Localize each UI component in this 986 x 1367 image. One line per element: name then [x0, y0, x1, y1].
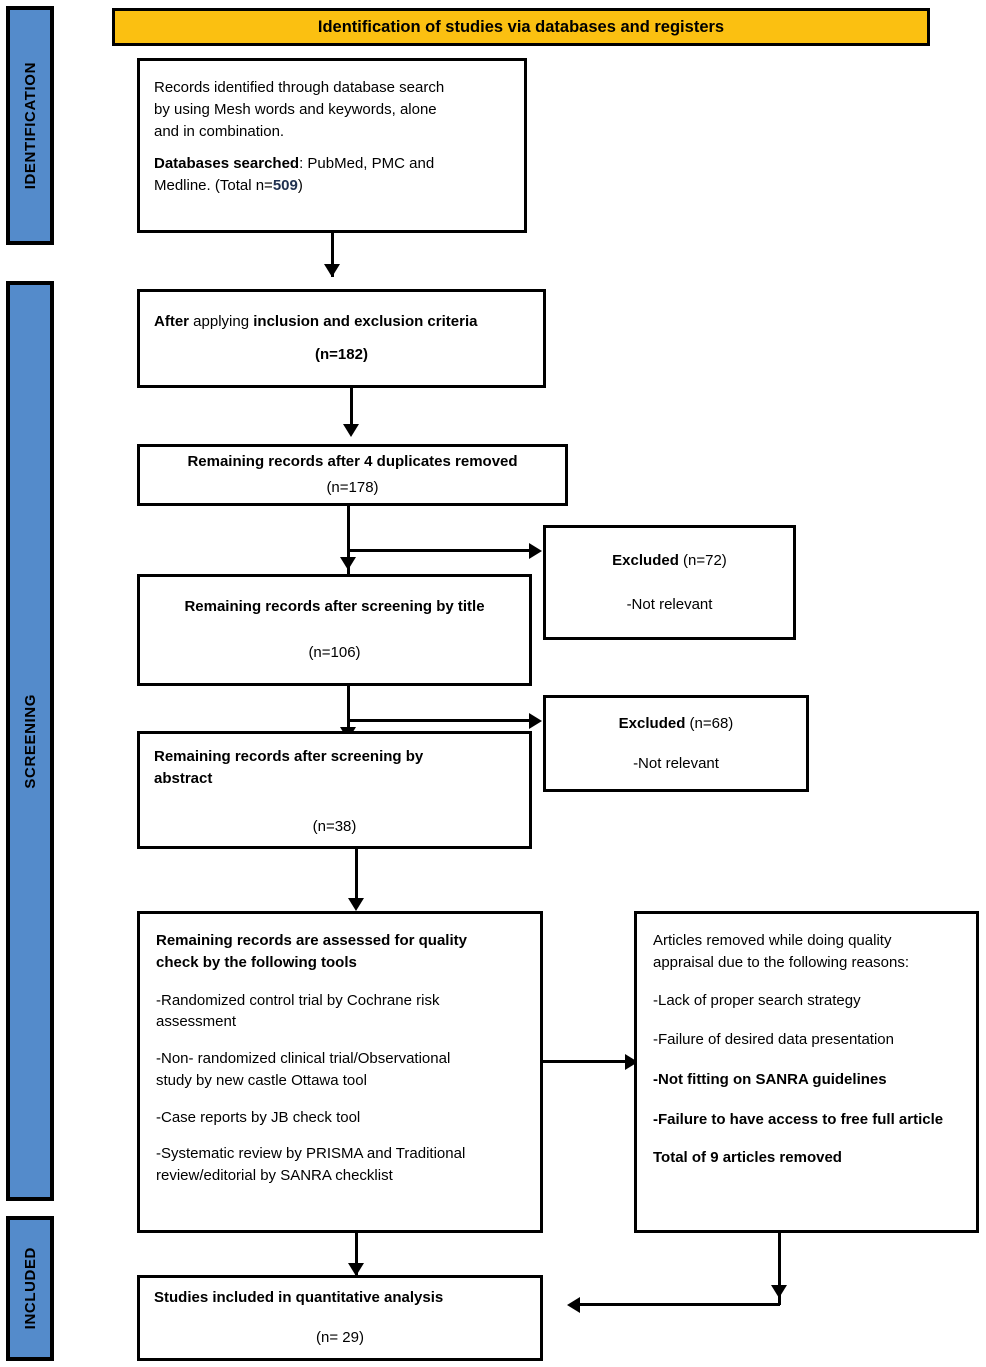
connector-branch-excluded-title	[347, 549, 535, 552]
connector-line-8-vertical	[778, 1233, 781, 1305]
phase-bar-identification: IDENTIFICATION	[6, 6, 54, 245]
articles-removed-reason-2: -Failure of desired data presentation	[653, 1031, 894, 1049]
connector-arrow-excluded-abstract	[529, 713, 542, 729]
databases-total-prefix: Medline. (Total n=	[154, 177, 273, 194]
connector-arrow-3	[340, 557, 356, 570]
connector-line-6	[543, 1060, 631, 1063]
box-records-identified: Records identified through database sear…	[137, 58, 527, 233]
box-quality-check: Remaining records are assessed for quali…	[137, 911, 543, 1233]
quality-check-item4-line2: review/editorial by SANRA checklist	[156, 1167, 393, 1184]
databases-total-suffix: )	[297, 177, 303, 194]
quality-check-item2-line2: study by new castle Ottawa tool	[156, 1071, 367, 1089]
connector-line-2	[350, 388, 353, 429]
screened-abstract-line2: abstract	[154, 769, 213, 787]
records-identified-line2: by using Mesh words and keywords, alone	[154, 100, 437, 118]
after-criteria-title: After applying inclusion and exclusion c…	[154, 311, 529, 333]
articles-removed-total: Total of 9 articles removed	[653, 1148, 842, 1166]
connector-line-3	[347, 506, 350, 576]
excluded-abstract-label: Excluded	[618, 714, 686, 732]
duplicates-removed-count: (n=178)	[326, 479, 379, 496]
excluded-abstract-heading: Excluded (n=68)	[560, 713, 792, 735]
box-duplicates-removed: Remaining records after 4 duplicates rem…	[137, 444, 568, 506]
connector-arrow-5	[348, 898, 364, 911]
articles-removed-intro-line2: appraisal due to the following reasons:	[653, 953, 909, 971]
databases-searched-rest: : PubMed, PMC and	[299, 155, 435, 173]
connector-arrow-7	[348, 1263, 364, 1276]
banner-title-text: Identification of studies via databases …	[317, 17, 725, 36]
studies-included-title: Studies included in quantitative analysi…	[154, 1289, 444, 1307]
quality-check-item2-line1: -Non- randomized clinical trial/Observat…	[156, 1050, 451, 1067]
records-identified-line1: Records identified through database sear…	[154, 79, 445, 96]
phase-bar-included-label: INCLUDED	[21, 1247, 39, 1330]
excluded-abstract-reason: -Not relevant	[633, 754, 719, 772]
articles-removed-reason-3: -Not fitting on SANRA guidelines	[653, 1071, 887, 1088]
quality-check-item1-line1: -Randomized control trial by Cochrane ri…	[156, 991, 440, 1009]
after-criteria-count: (n=182)	[315, 346, 368, 363]
screened-title-heading: Remaining records after screening by tit…	[184, 598, 485, 616]
quality-check-heading: Remaining records are assessed for quali…	[156, 930, 524, 974]
phase-bar-included: INCLUDED	[6, 1216, 54, 1361]
phase-bar-identification-label: IDENTIFICATION	[21, 61, 39, 190]
connector-arrow-1	[324, 264, 340, 277]
excluded-abstract-count: (n=68)	[685, 714, 734, 732]
box-screened-by-title: Remaining records after screening by tit…	[137, 574, 532, 686]
articles-removed-reason-1: -Lack of proper search strategy	[653, 991, 861, 1009]
box-studies-included: Studies included in quantitative analysi…	[137, 1275, 543, 1361]
quality-check-item-1: -Randomized control trial by Cochrane ri…	[156, 990, 524, 1034]
quality-check-item-2: -Non- randomized clinical trial/Observat…	[156, 1048, 524, 1092]
quality-check-line1: Remaining records are assessed for quali…	[156, 932, 467, 949]
box-screened-by-abstract: Remaining records after screening by abs…	[137, 731, 532, 849]
articles-removed-reason-4: -Failure to have access to free full art…	[653, 1110, 944, 1128]
databases-total-count: 509	[272, 177, 298, 194]
connector-arrow-8-down	[771, 1285, 787, 1298]
box-excluded-by-title: Excluded (n=72) -Not relevant	[543, 525, 796, 640]
excluded-title-count: (n=72)	[678, 551, 727, 569]
phase-bar-screening: SCREENING	[6, 281, 54, 1201]
connector-arrow-2	[343, 424, 359, 437]
box-excluded-by-abstract: Excluded (n=68) -Not relevant	[543, 695, 809, 792]
quality-check-item-4: -Systematic review by PRISMA and Traditi…	[156, 1143, 524, 1187]
connector-line-7	[355, 1233, 358, 1276]
box-after-criteria: After applying inclusion and exclusion c…	[137, 289, 546, 388]
connector-line-5	[355, 849, 358, 906]
banner-identification-title: Identification of studies via databases …	[112, 8, 930, 46]
excluded-title-label: Excluded	[612, 551, 679, 569]
articles-removed-intro-line1: Articles removed while doing quality	[653, 932, 892, 949]
quality-check-item1-line2: assessment	[156, 1013, 237, 1031]
studies-included-count: (n= 29)	[316, 1329, 364, 1346]
quality-check-item4-line1: -Systematic review by PRISMA and Traditi…	[156, 1145, 466, 1163]
after-criteria-plain: applying	[189, 313, 254, 331]
screened-abstract-line1: Remaining records after screening by	[154, 748, 424, 765]
connector-arrow-excluded-title	[529, 543, 542, 559]
connector-branch-excluded-abstract	[347, 719, 535, 722]
screened-abstract-count: (n=38)	[312, 817, 357, 835]
quality-check-line2: check by the following tools	[156, 953, 357, 971]
excluded-title-heading: Excluded (n=72)	[560, 550, 779, 572]
databases-searched-paragraph: Databases searched: PubMed, PMC and Medl…	[154, 153, 510, 197]
excluded-title-reason: -Not relevant	[626, 595, 713, 613]
connector-line-4	[347, 686, 350, 748]
records-identified-line3: and in combination.	[154, 122, 285, 140]
after-criteria-bold-2: inclusion and exclusion criteria	[253, 313, 478, 331]
screened-abstract-heading: Remaining records after screening by abs…	[154, 746, 515, 790]
connector-line-1	[331, 233, 334, 277]
connector-line-8-horizontal	[574, 1303, 780, 1306]
articles-removed-intro: Articles removed while doing quality app…	[653, 930, 960, 974]
duplicates-removed-title: Remaining records after 4 duplicates rem…	[187, 453, 518, 471]
records-identified-paragraph: Records identified through database sear…	[154, 77, 510, 142]
connector-arrow-8-left	[567, 1297, 580, 1313]
phase-bar-screening-label: SCREENING	[21, 693, 39, 789]
screened-title-count: (n=106)	[308, 644, 361, 661]
quality-check-item-3: -Case reports by JB check tool	[156, 1108, 361, 1126]
box-articles-removed: Articles removed while doing quality app…	[634, 911, 979, 1233]
after-criteria-bold-1: After	[154, 313, 190, 331]
databases-searched-label: Databases searched	[154, 155, 300, 173]
